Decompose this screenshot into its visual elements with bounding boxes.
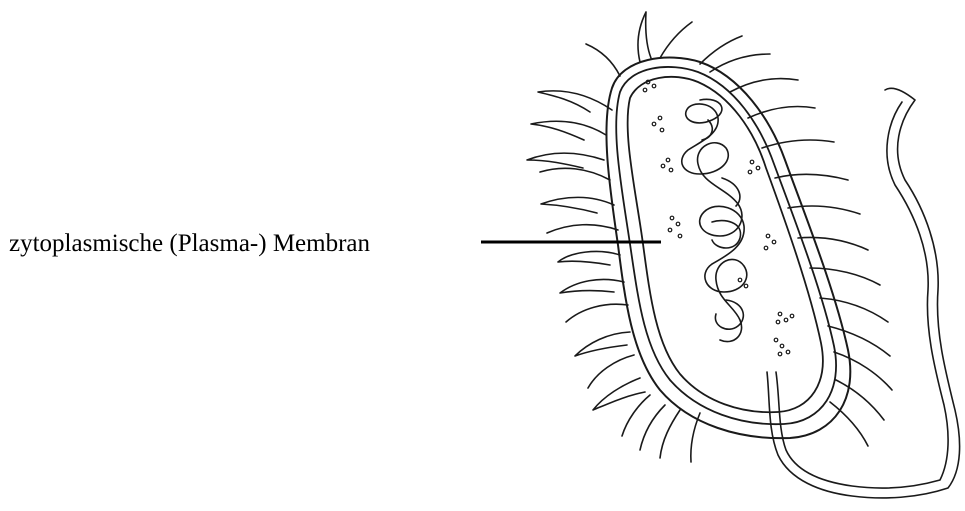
pili-top [586,12,770,76]
plasma-membrane-outline [628,77,823,412]
plasma-membrane-label: zytoplasmische (Plasma-) Membran [9,229,370,259]
pili-right [730,79,892,447]
pili-left [527,91,700,462]
nucleoid-dna [682,99,747,341]
cell-wall-outline [616,67,836,424]
